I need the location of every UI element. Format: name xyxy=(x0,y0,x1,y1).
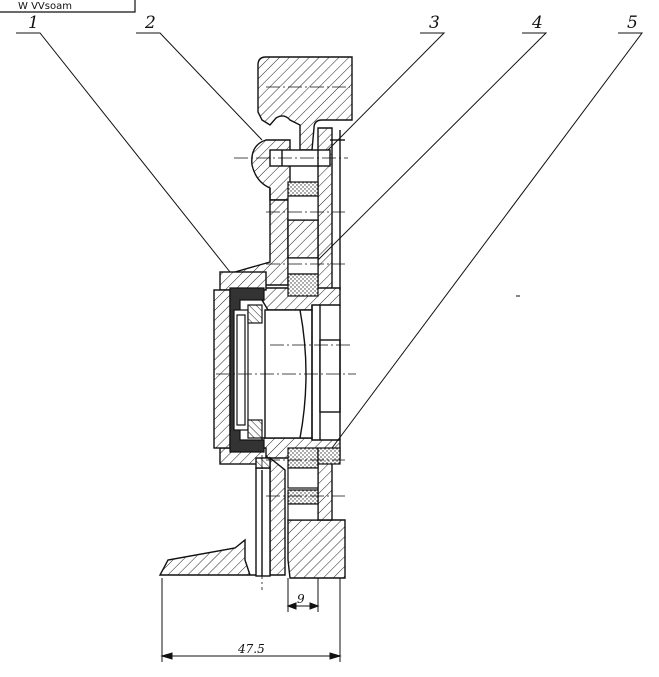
corner-text: W VVsoam xyxy=(18,1,72,12)
center-lines xyxy=(216,86,356,590)
rollers xyxy=(287,181,341,521)
lower-bolt xyxy=(255,457,271,577)
seal-housing xyxy=(213,271,267,465)
bore xyxy=(264,305,341,440)
dimension-small: 9 xyxy=(297,592,305,606)
callout-1-label: 1 xyxy=(28,13,39,33)
title-block-corner: W VVsoam xyxy=(0,0,136,13)
callout-labels: 1 2 3 4 5 xyxy=(28,13,638,33)
oil-seal xyxy=(229,287,265,453)
dimension-overall: 47.5 xyxy=(237,642,265,656)
callout-5-label: 5 xyxy=(627,13,638,33)
leader-lines xyxy=(16,32,643,449)
callout-4-label: 4 xyxy=(531,13,543,33)
dimensions xyxy=(160,578,342,662)
callout-3-label: 3 xyxy=(429,13,440,33)
callout-2-label: 2 xyxy=(144,13,156,33)
